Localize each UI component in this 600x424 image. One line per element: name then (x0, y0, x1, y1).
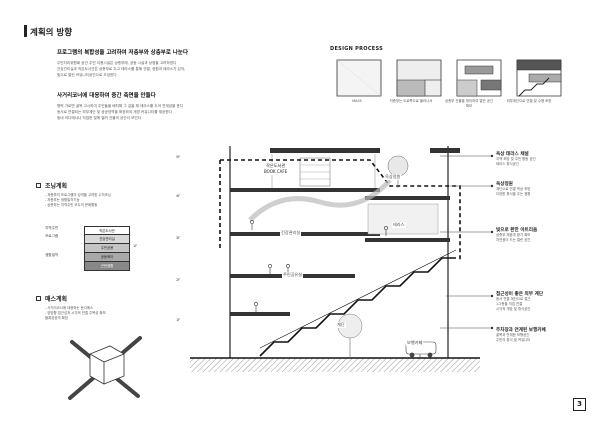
exterior-stair (259, 257, 456, 357)
tree-icon (387, 155, 409, 177)
mass-line: - 양방향 접근성과 시각적 연결 주목성 확보 (45, 311, 106, 315)
annotation-4: 접근성이 좋은 외부 계단 동서 연결 계단으로 접근 1.2층을 직접 연결 … (496, 292, 544, 311)
ground-hatch (190, 358, 480, 372)
process-caption-4: 외부계단으로 연결 및 수평 조망 (506, 99, 552, 103)
label-health: 건강관리실 (280, 230, 302, 236)
zoning-label: 지역주민 (45, 226, 59, 230)
annotation-leaders (440, 154, 494, 330)
label-rooftop: 옥상정원 (384, 174, 402, 180)
zoning-line: - 저층부는 생활밀착기능 (45, 198, 80, 202)
bullet-square-icon (36, 296, 41, 301)
zoning-side-label: 1F (133, 244, 138, 248)
annotation-3: 빛으로 환한 아트리움 상층부 채광과 환기 확보 자연광이 드는 열린 공간 (496, 228, 538, 242)
mass-diagram (68, 336, 142, 400)
design-process-diagrams (336, 59, 562, 97)
page-number: 3 (573, 398, 586, 411)
zoning-label: 생활밀착 (45, 253, 59, 257)
floor-level-label: 1F (176, 318, 181, 322)
process-caption-1: MASS (352, 99, 362, 103)
intro-line: 빛으로 열린 커뮤니티공간으로 조성한다 (57, 73, 117, 77)
process-step-stair-icon (516, 59, 562, 97)
intro-line: 건강관리실과 작은도서관은 상층부로 두고 테라스를 통해 연결, 정원과 테라… (57, 67, 186, 71)
title-accent-bar (24, 25, 27, 37)
mass-section: 매스계획 - 사거리코너에 대응하는 둔각매스 - 양방향 접근성과 시각적 연… (36, 294, 106, 321)
process-caption-3: 상층부 건물을 정리하여 열린 공간 확보 (445, 99, 493, 108)
floor-level-label: 2F (176, 278, 181, 282)
section-drawing (190, 146, 480, 372)
annotation-title: 접근성이 좋은 외부 계단 (496, 292, 544, 297)
intro-heading-1: 프로그램의 복합성을 고려하여 저층부와 상층부로 나눈다 (57, 50, 189, 56)
process-step-organize-icon (456, 59, 502, 97)
mass-title: 매스계획 (45, 296, 68, 303)
zoning-section: 조닝계획 - 저층부의 프로그램의 성격을 고려한 수직조닝 - 저층부는 생활… (36, 181, 111, 208)
zoning-floor: 근린생활 (84, 262, 130, 271)
design-process-title: DESIGN PROCESS (330, 46, 384, 52)
process-step-mass-icon (336, 59, 382, 97)
process-step-setback-icon (396, 59, 442, 97)
zoning-floor: 주민공용 (84, 244, 130, 253)
zoning-floor: 작은도서관 (84, 226, 130, 235)
zoning-label: 프로그램 (45, 234, 59, 238)
annotation-2: 옥상정원 계단으로 연결 옥상 조망 다양한 휴식을 주는 정원 (496, 182, 531, 196)
mass-line: - 사거리코너에 대응하는 둔각매스 (45, 306, 94, 310)
zoning-left-labels: 지역주민 프로그램 생활밀착 (45, 226, 58, 258)
mass-box (89, 345, 125, 385)
bullet-square-icon (36, 183, 41, 188)
page-title: 계획의 방향 (30, 28, 73, 38)
roof-slab (270, 148, 380, 153)
floor-slab (230, 188, 380, 192)
label-stair: 계단 (336, 322, 346, 328)
zoning-title: 조닝계획 (45, 183, 68, 190)
zoning-line: - 상층부는 지역주민 모두의 문화활동 (45, 203, 98, 207)
intro-line: 협력 가로변 골목 고시하여 주민들을 배치해 그 길을 채 테라스를 두어 연… (57, 104, 184, 108)
mass-line: 블록공공의 확장 (45, 316, 68, 320)
process-caption-2: 저층부는 도로쪽으로 물러나서 (389, 99, 433, 103)
intro-block-1: 프로그램의 복합성을 고려하여 저층부와 상층부로 나눈다 주민자치위원회 공간… (57, 48, 188, 78)
label-shared: 주민공유실 (282, 272, 304, 278)
zoning-floor: 건강관리실 (84, 235, 130, 244)
annotation-title: 옥상 테라스 채널 (496, 152, 529, 157)
intro-line: 주민자치위원회 공간 주민 이용시설은 상층부에, 공동 시설과 상점을 고려하… (57, 61, 177, 65)
annotation-title: 옥상정원 (496, 182, 513, 187)
intro-line: 동서로 연결되는 외부계단 및 공공영역을 확장하여 개방 커뮤니티를 제공한다 (57, 110, 172, 114)
intro-line: 동네 어디에서나 직접한 빛에 열려 건물의 공간이 보인다 (57, 116, 142, 120)
floor-level-label: 5F (176, 155, 181, 159)
atrium-void (367, 203, 439, 235)
floor-level-label: 4F (176, 194, 181, 198)
annotation-title: 주차장과 연계된 보행카페 (496, 328, 546, 333)
floor-level-label: 3F (176, 236, 181, 240)
annotation-1: 옥상 테라스 채널 지역 조망 및 주민 활동 공간 테라스 휴식공간 (496, 152, 536, 166)
annotation-title: 빛으로 환한 아트리움 (496, 228, 538, 233)
annotation-5: 주차장과 연계된 보행카페 골목과 연계한 보행공간 주민의 휴식 및 커뮤니티 (496, 328, 546, 342)
label-library: 작은도서관 BOOK CAFE (262, 162, 290, 175)
zoning-line: - 저층부의 프로그램의 성격을 고려한 수직조닝 (45, 193, 111, 197)
circulation-path (219, 159, 461, 260)
zoning-floor: 공동육아 (84, 253, 130, 262)
label-walkway: 보행카페 (406, 340, 424, 346)
zoning-stack: 작은도서관 건강관리실 주민공용 공동육아 근린생활 (84, 226, 130, 271)
label-terrace: 테라스 (392, 222, 406, 228)
intro-block-2: 사거리코너에 대응하여 중간 축면을 만들다 협력 가로변 골목 고시하여 주민… (57, 91, 183, 121)
intro-heading-2: 사거리코너에 대응하여 중간 축면을 만들다 (57, 93, 156, 99)
